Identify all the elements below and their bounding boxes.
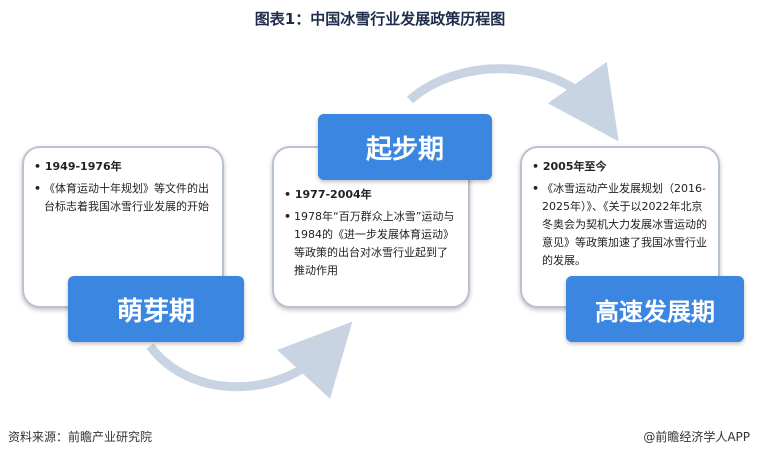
stage-period: • 1949-1976年 [34, 160, 122, 173]
stage-description: 《冰雪运动产业发展规划（2016-2025年）》、《关于以2022年北京冬奥会为… [542, 182, 707, 267]
stage-label-2: 起步期 [318, 114, 492, 180]
bullet-icon: • [532, 182, 540, 195]
stage-period: • 1977-2004年 [284, 188, 372, 201]
bullet-icon: • [34, 182, 42, 195]
bullet-icon: • [284, 210, 292, 223]
stage-period: • 2005年至今 [532, 160, 607, 173]
arrow-lower [146, 321, 353, 399]
stage-label-3: 高速发展期 [566, 276, 744, 342]
stage-label-1: 萌芽期 [68, 276, 244, 342]
stage-description: 1978年“百万群众上冰雪”运动与1984的《进一步发展体育运动》等政策的出台对… [294, 210, 455, 277]
brand-note: @前瞻经济学人APP [643, 430, 750, 444]
source-note: 资料来源：前瞻产业研究院 [8, 430, 153, 444]
stage-description: 《体育运动十年规划》等文件的出台标志着我国冰雪行业发展的开始 [44, 182, 209, 213]
arrow-upper [406, 61, 619, 142]
diagram-title: 图表1：中国冰雪行业发展政策历程图 [254, 10, 506, 28]
